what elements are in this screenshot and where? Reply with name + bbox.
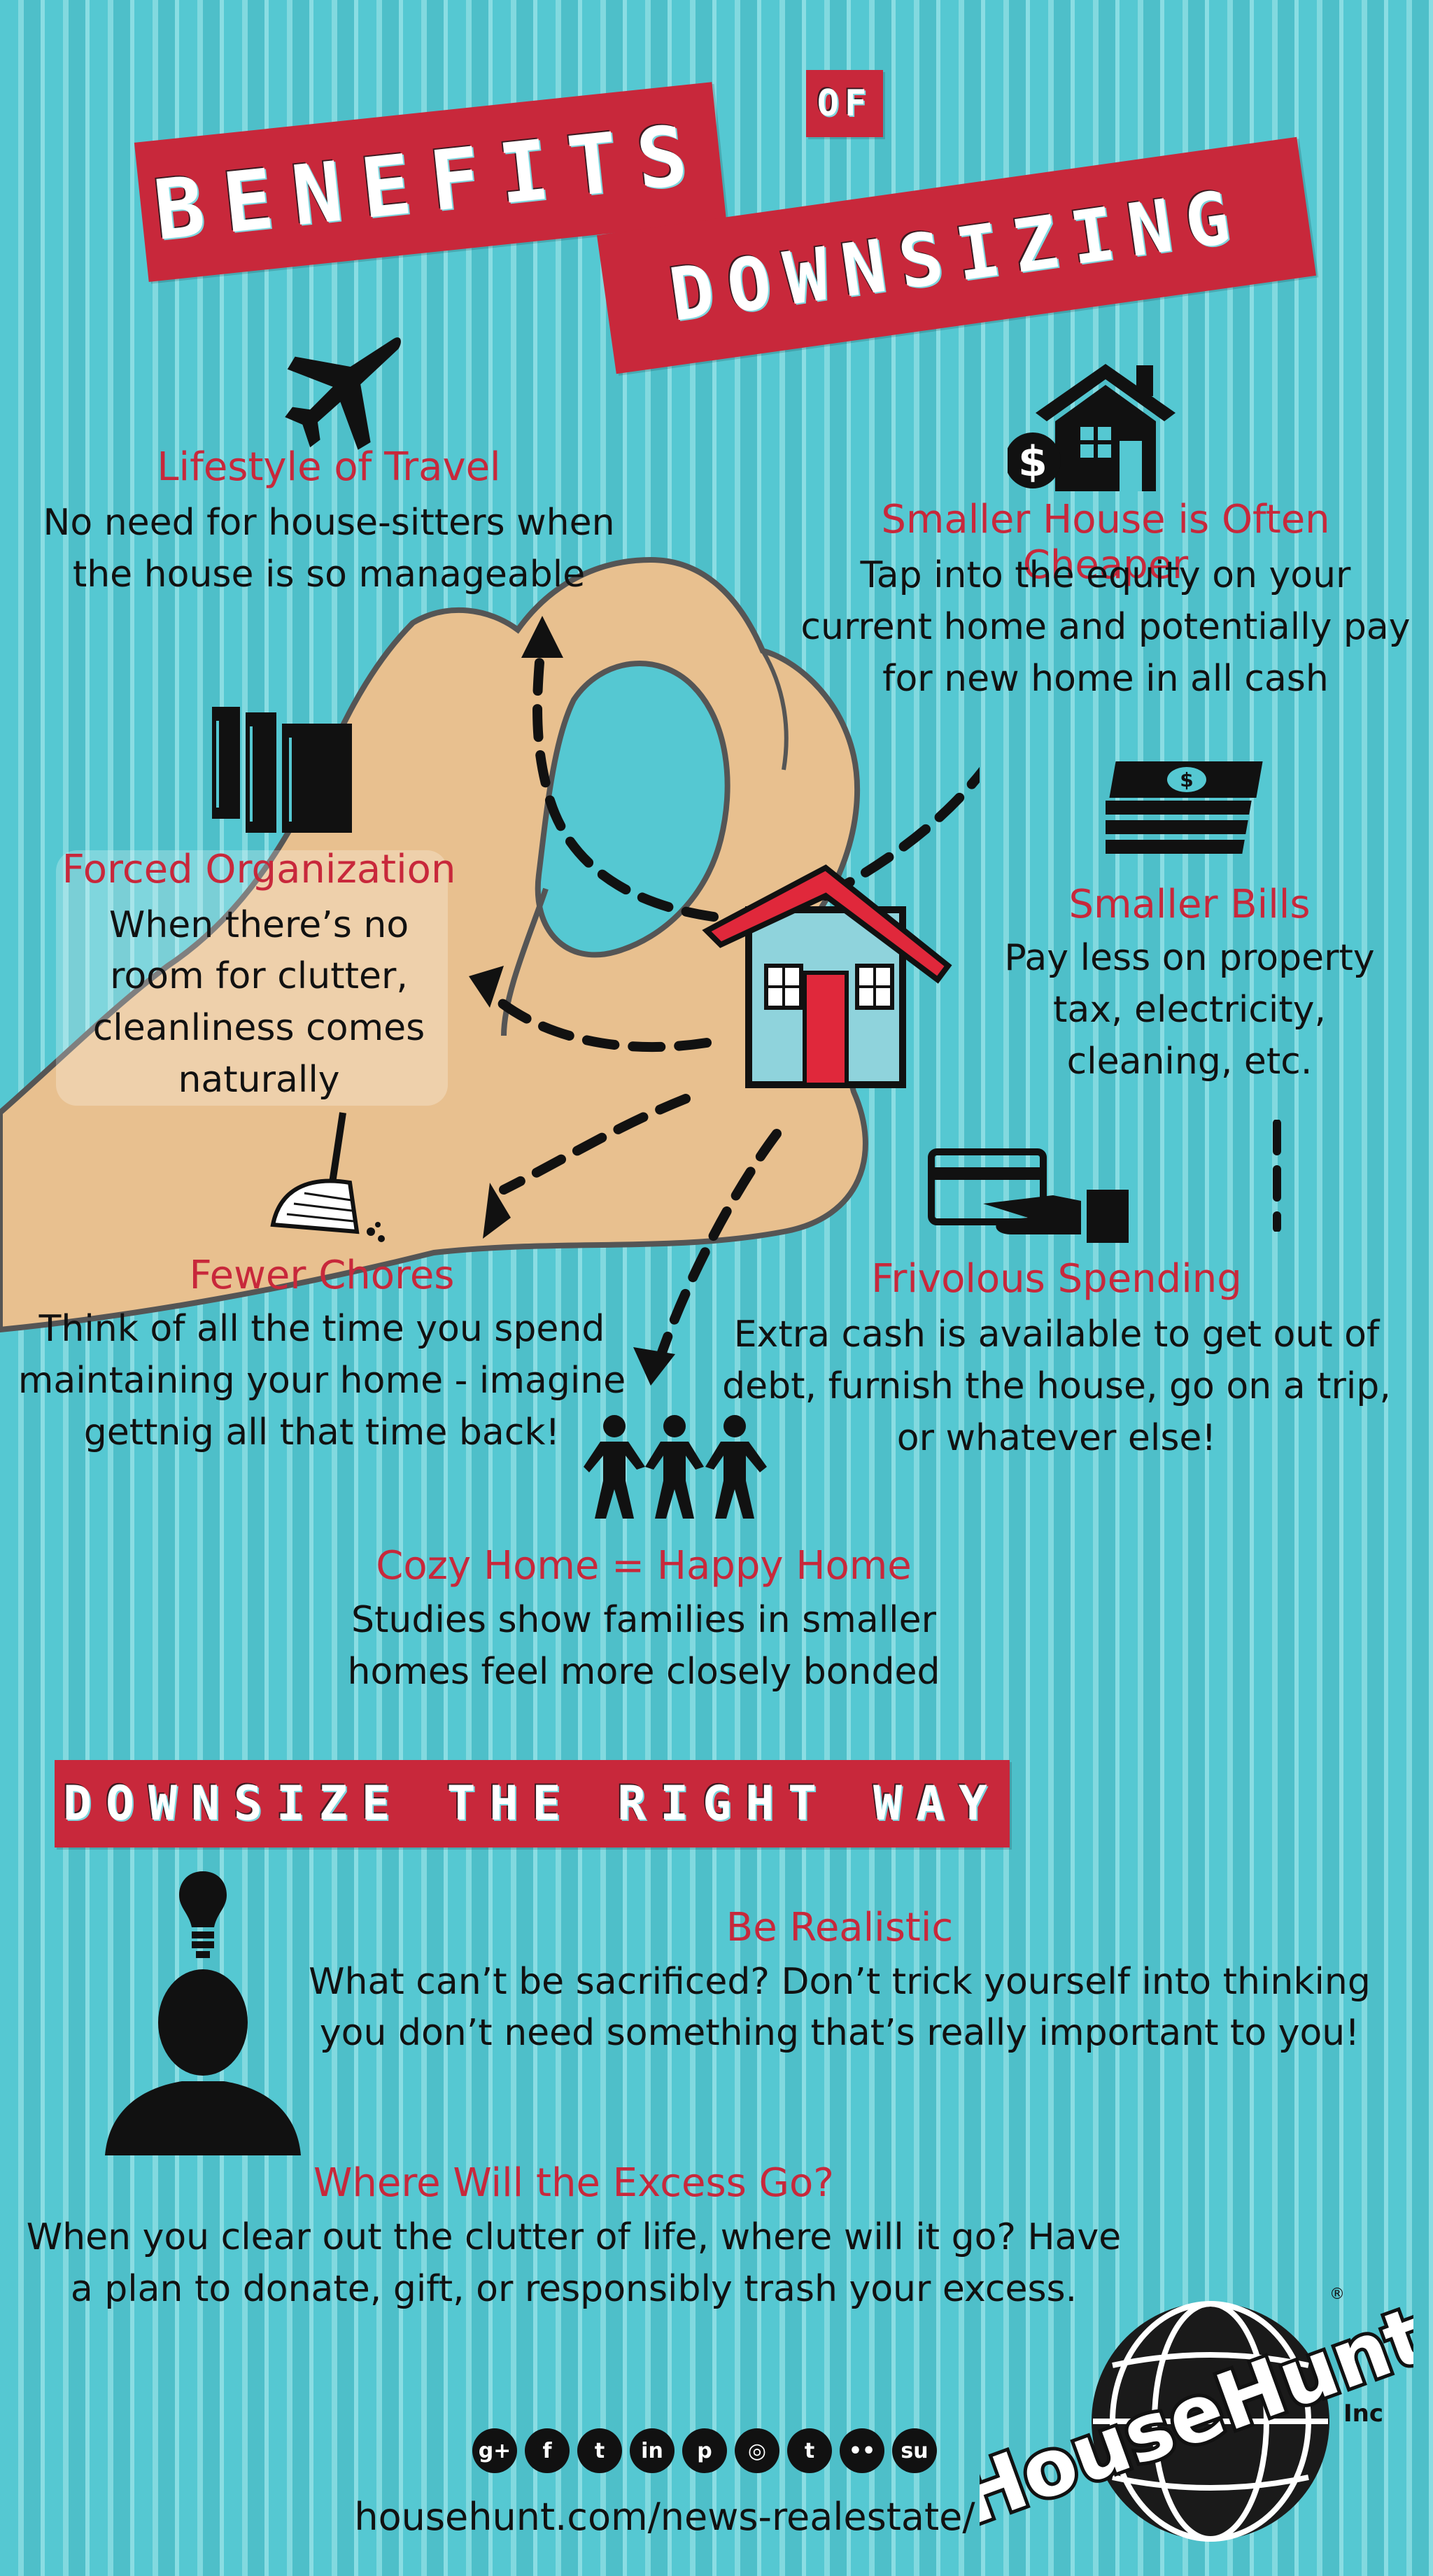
text-organization-line4: naturally (178, 1059, 340, 1101)
credit-card-hand-icon (928, 1148, 1129, 1243)
google-plus-icon[interactable]: g+ (472, 2428, 517, 2473)
heading-smaller-house-cheaper: Smaller House is Often Cheaper (881, 497, 1330, 588)
heading-be-realistic: Be Realistic (726, 1905, 954, 1950)
text-spending-line3: or whatever else! (896, 1417, 1217, 1459)
title-word-of: OF (817, 83, 873, 125)
text-realistic-line2: you don’t need something that’s really i… (319, 2012, 1360, 2054)
forced-organization-panel (56, 850, 448, 1106)
stumbleupon-icon[interactable]: su (892, 2428, 937, 2473)
twitter-icon[interactable]: t (577, 2428, 622, 2473)
text-travel-line2: the house is so manageable (72, 554, 586, 596)
text-organization-line2: room for clutter, (110, 955, 408, 997)
logo-inc: Inc (1343, 2400, 1383, 2428)
heading-forced-organization: Forced Organization (62, 847, 456, 892)
footer-url[interactable]: househunt.com/news-realestate/ (354, 2495, 975, 2539)
svg-text:$: $ (1018, 437, 1047, 486)
right-way-banner: DOWNSIZE THE RIGHT WAY (55, 1760, 1010, 1847)
lightbulb-icon (179, 1871, 227, 1958)
pinterest-icon[interactable]: p (682, 2428, 727, 2473)
text-bills-line3: cleaning, etc. (1066, 1041, 1313, 1083)
broom-icon (270, 1112, 385, 1242)
family-icon (584, 1415, 767, 1519)
text-spending-line2: debt, furnish the house, go on a trip, (722, 1365, 1391, 1407)
text-cheaper-line2: current home and potentially pay (800, 606, 1411, 648)
logo-registered: ® (1329, 2286, 1345, 2303)
text-cheaper-line1: Tap into the equity on your (860, 554, 1351, 596)
text-travel-line1: No need for house-sitters when (43, 502, 615, 544)
text-excess-line2: a plan to donate, gift, or responsibly t… (70, 2268, 1078, 2310)
text-organization-line3: cleanliness comes (92, 1007, 425, 1049)
tumblr-icon[interactable]: t (787, 2428, 832, 2473)
title-word-downsizing: DOWNSIZING (664, 173, 1249, 338)
text-bills-line1: Pay less on property (1004, 937, 1375, 979)
right-way-title: DOWNSIZE THE RIGHT WAY (63, 1776, 1001, 1831)
flickr-icon[interactable]: •• (840, 2428, 884, 2473)
heading-frivolous-spending: Frivolous Spending (871, 1256, 1242, 1302)
hand-illustration (0, 556, 980, 1386)
money-stack-icon: $ (1106, 761, 1263, 854)
house-icon (702, 864, 952, 1088)
house-dollar-icon: $ (1008, 364, 1176, 491)
text-organization-line1: When there’s no (108, 904, 409, 946)
person-silhouette-icon (105, 1969, 301, 2155)
books-icon (212, 707, 352, 833)
title-banner-of: OF (806, 70, 883, 137)
text-spending-line1: Extra cash is available to get out of (733, 1314, 1380, 1356)
instagram-icon[interactable]: ◎ (735, 2428, 779, 2473)
text-cozy-line1: Studies show families in smaller (351, 1599, 936, 1641)
facebook-icon[interactable]: f (525, 2428, 570, 2473)
airplane-icon (285, 337, 401, 450)
text-bills-line2: tax, electricity, (1052, 989, 1327, 1031)
text-cozy-line2: homes feel more closely bonded (347, 1651, 940, 1693)
svg-text:$: $ (1180, 768, 1193, 791)
text-chores-line1: Think of all the time you spend (38, 1308, 605, 1350)
text-excess-line1: When you clear out the clutter of life, … (26, 2216, 1122, 2258)
heading-cozy-home: Cozy Home = Happy Home (376, 1543, 912, 1589)
text-chores-line3: gettnig all that time back! (83, 1412, 560, 1454)
heading-smaller-bills: Smaller Bills (1068, 882, 1311, 927)
heading-lifestyle-of-travel: Lifestyle of Travel (157, 444, 501, 490)
househunt-logo: HouseHunt Inc ® (980, 2286, 1413, 2547)
text-chores-line2: maintaining your home - imagine (17, 1360, 626, 1402)
dashed-divider-icon (1273, 1120, 1281, 1232)
heading-excess: Where Will the Excess Go? (313, 2160, 834, 2206)
linkedin-icon[interactable]: in (630, 2428, 675, 2473)
text-realistic-line1: What can’t be sacrificed? Don’t trick yo… (309, 1961, 1371, 2003)
heading-fewer-chores: Fewer Chores (189, 1253, 455, 1298)
text-cheaper-line3: for new home in all cash (882, 658, 1329, 700)
